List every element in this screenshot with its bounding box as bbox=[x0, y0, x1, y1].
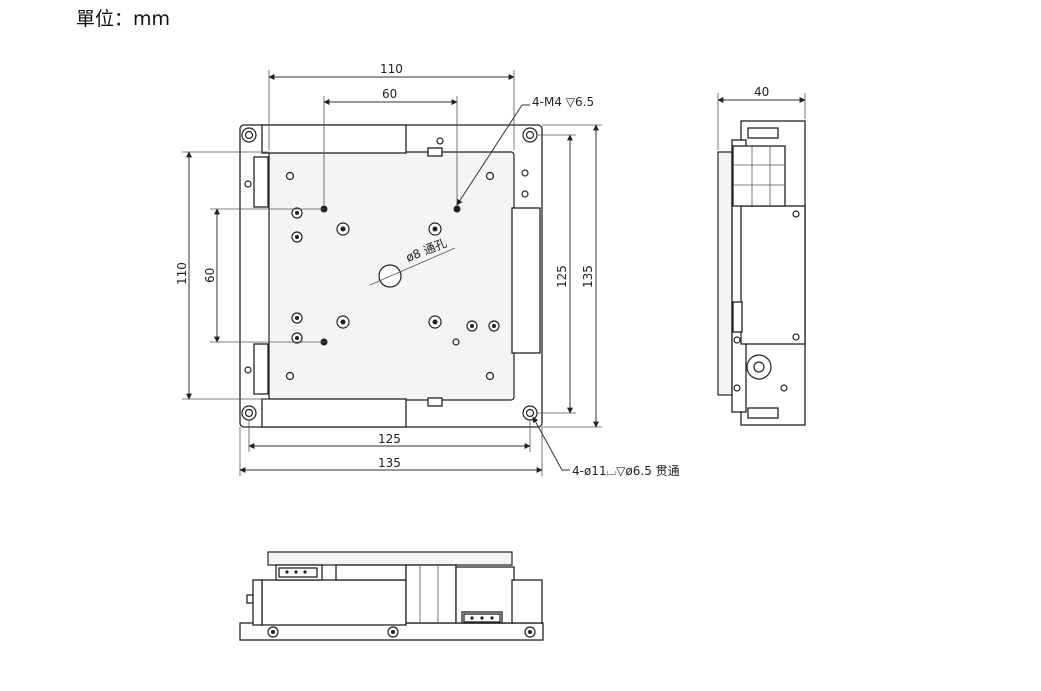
dim-base-135: 135 bbox=[378, 456, 401, 470]
dim-base-135-vertical: 135 bbox=[581, 265, 595, 288]
side-stage-plate bbox=[717, 151, 733, 396]
tab-top bbox=[427, 147, 443, 157]
top-view: ø8 通孔 110 60 110 60 125 135 bbox=[175, 62, 680, 478]
side-motor-block bbox=[740, 205, 806, 345]
left-clamp-bottom bbox=[253, 343, 269, 395]
corner-holes bbox=[241, 127, 538, 421]
dim-width-110: 110 bbox=[380, 62, 403, 76]
stage-screws bbox=[244, 137, 529, 381]
tab-bottom bbox=[427, 397, 443, 407]
side-view: 40 bbox=[717, 85, 806, 426]
bottom-rail bbox=[261, 398, 407, 428]
dim-base-125-vertical: 125 bbox=[555, 265, 569, 288]
front-view bbox=[239, 551, 544, 641]
front-rail bbox=[261, 579, 407, 626]
top-rail bbox=[261, 124, 407, 154]
left-clamp-top bbox=[253, 156, 269, 208]
dim-spacing-x-60: 60 bbox=[382, 87, 397, 101]
dim-spacing-y-60: 60 bbox=[203, 268, 217, 283]
dim-base-125: 125 bbox=[378, 432, 401, 446]
front-stage-plate bbox=[267, 551, 513, 566]
unit-label: 單位：mm bbox=[76, 8, 171, 30]
counterbore-note: 4-ø11⌴▽ø6.5 贯通 bbox=[572, 464, 680, 478]
tap-hole-note: 4-M4 ▽6.5 bbox=[532, 95, 594, 109]
side-block bbox=[511, 207, 541, 354]
dim-thickness-40: 40 bbox=[754, 85, 769, 99]
dim-height-110: 110 bbox=[175, 262, 189, 285]
